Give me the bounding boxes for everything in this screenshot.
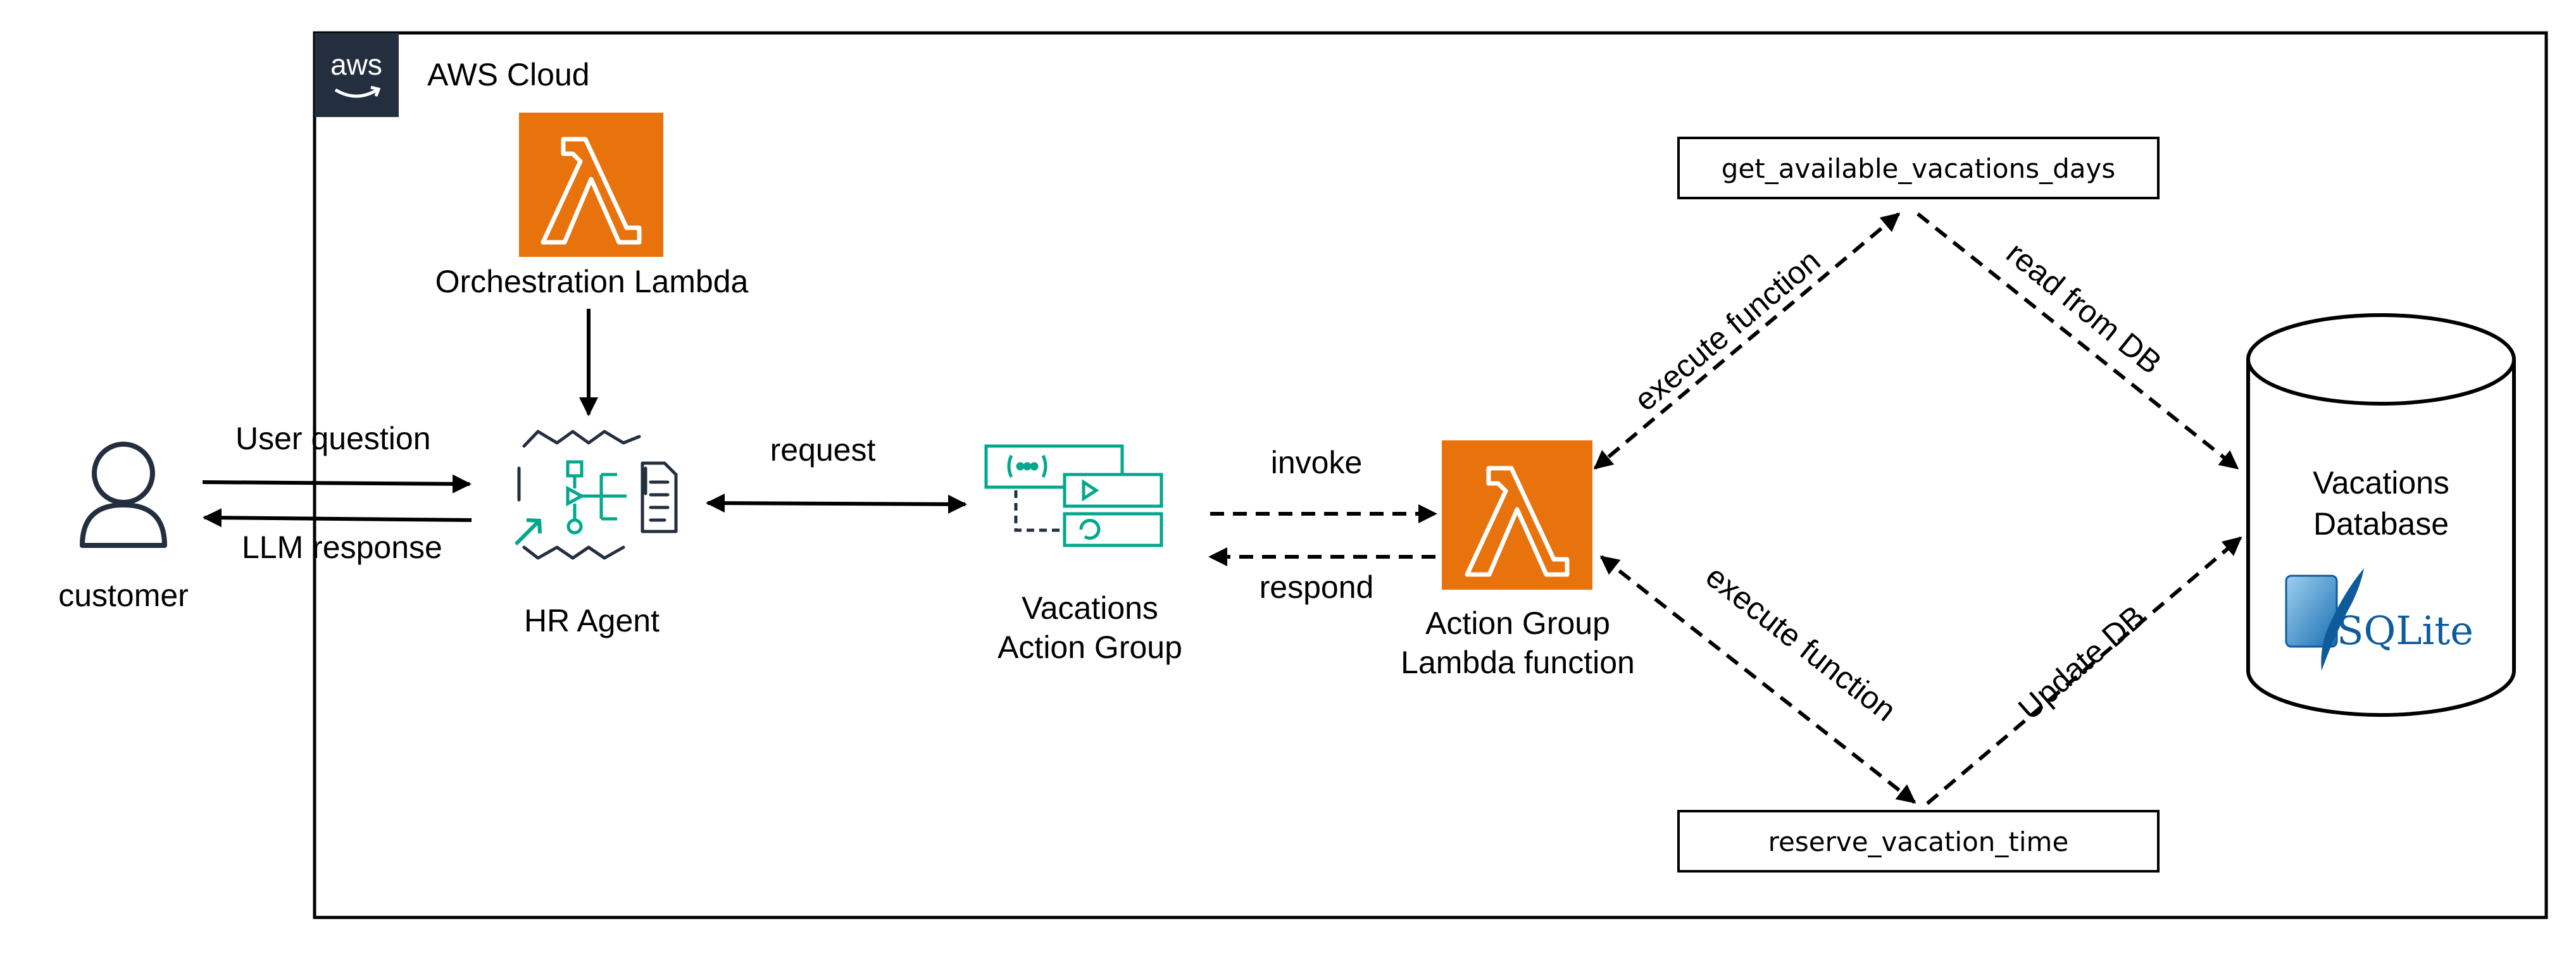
invoke-label: invoke	[1271, 445, 1363, 480]
orchestration-lambda-icon	[519, 113, 663, 257]
bedrock-agent-icon	[517, 430, 678, 560]
user-question-arrow	[202, 474, 472, 494]
reserve-function-box	[1677, 810, 2160, 873]
orchestration-lambda-label: Orchestration Lambda	[435, 264, 749, 299]
agent-flow-glyph	[514, 460, 627, 546]
aws-logo-text: aws	[330, 48, 382, 81]
read-db-arrow	[1916, 212, 2239, 470]
llm-response-label: LLM response	[242, 530, 442, 565]
aws-smile-icon	[334, 88, 378, 98]
execute-bottom-label: execute function	[1699, 558, 1903, 728]
svg-text:SQLite: SQLite	[2337, 607, 2473, 654]
aws-logo-box	[315, 33, 399, 117]
hr-agent-label: HR Agent	[524, 603, 660, 638]
read-db-label: read from DB	[2000, 235, 2168, 381]
update-db-arrow	[1926, 536, 2242, 805]
aws-cloud-border	[313, 31, 2548, 919]
request-label: request	[770, 432, 876, 468]
lambda-icon	[1442, 440, 1592, 590]
get-function-label: get_available_vacations_days	[1722, 153, 2115, 184]
action-group-label-2: Action Group	[997, 630, 1182, 665]
customer-label: customer	[58, 578, 189, 613]
user-question-label: User question	[235, 421, 431, 456]
request-arrow	[706, 494, 967, 514]
execute-top-arrow	[1593, 212, 1901, 470]
action-group-icon	[984, 444, 1163, 547]
respond-label: respond	[1260, 569, 1374, 605]
action-group-label-1: Vacations	[1022, 590, 1158, 626]
ag-lambda-label-2: Lambda function	[1401, 645, 1635, 680]
sqlite-logo: SQLite	[2285, 568, 2473, 671]
get-function-box	[1677, 137, 2160, 199]
ag-lambda-label-1: Action Group	[1425, 606, 1610, 641]
user-icon	[80, 442, 167, 548]
aws-cloud-title: AWS Cloud	[427, 57, 590, 92]
database-label-2: Database	[2313, 506, 2449, 542]
execute-bottom-arrow	[1599, 555, 1916, 804]
database-label-1: Vacations	[2313, 465, 2449, 500]
execute-top-label: execute function	[1628, 242, 1827, 418]
update-db-label: Update DB	[2011, 599, 2151, 727]
llm-response-arrow	[203, 508, 472, 528]
reserve-function-label: reserve_vacation_time	[1768, 826, 2069, 857]
